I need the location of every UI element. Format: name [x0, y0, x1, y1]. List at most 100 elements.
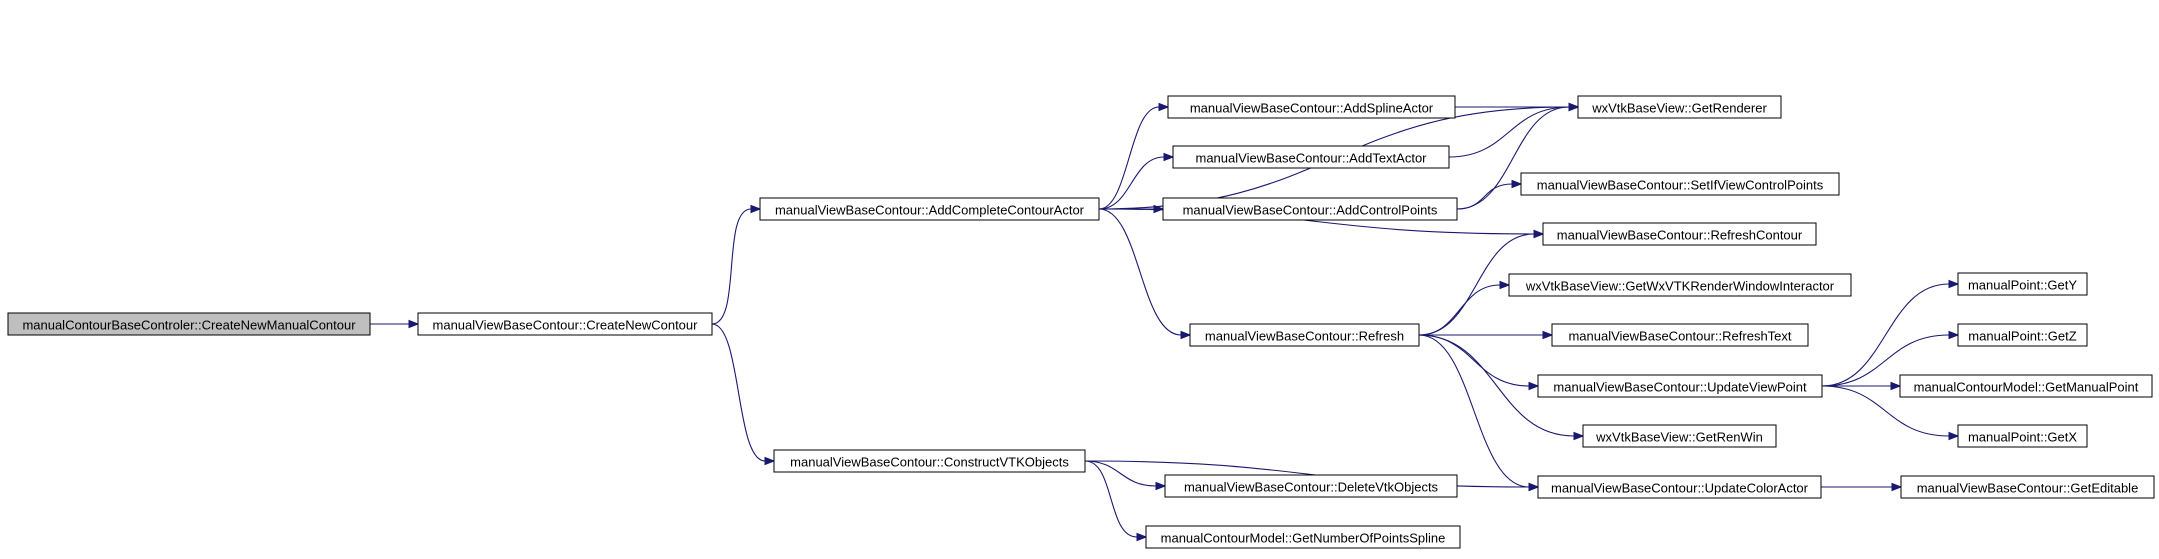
node-box	[1542, 222, 1817, 246]
node-acca[interactable]: manualViewBaseContour::AddCompleteContou…	[759, 197, 1100, 221]
node-label: wxVtkBaseView::GetRenderer	[1591, 101, 1767, 116]
node-box	[1537, 475, 1822, 499]
edge-cnc-to-acca	[711, 208, 752, 325]
node-label: manualViewBaseContour::Refresh	[1205, 329, 1404, 344]
node-box	[773, 449, 1086, 473]
node-box	[1508, 273, 1852, 297]
node-box	[417, 312, 713, 336]
arrowhead	[1153, 204, 1165, 214]
node-box	[759, 197, 1100, 221]
node-label: wxVtkBaseView::GetWxVTKRenderWindowInter…	[1525, 279, 1835, 294]
arrowhead	[1568, 102, 1580, 112]
node-box	[1957, 323, 2088, 347]
node-box	[1577, 95, 1782, 119]
node-box	[1957, 272, 2088, 296]
node-gnps[interactable]: manualContourModel::GetNumberOfPointsSpl…	[1145, 525, 1461, 549]
node-box	[1162, 197, 1458, 221]
node-label: manualViewBaseContour::RefreshText	[1568, 329, 1791, 344]
node-ref[interactable]: manualViewBaseContour::Refresh	[1189, 323, 1420, 347]
node-box	[1520, 172, 1840, 196]
node-getx[interactable]: manualPoint::GetX	[1957, 424, 2088, 448]
edge-ata-to-getren	[1448, 106, 1570, 158]
node-grw[interactable]: wxVtkBaseView::GetRenWin	[1582, 424, 1777, 448]
arrowhead	[750, 204, 762, 214]
edge-cvtk-to-dvtk	[1084, 460, 1157, 487]
node-asa[interactable]: manualViewBaseContour::AddSplineActor	[1167, 95, 1456, 119]
arrowhead	[1163, 152, 1175, 162]
arrowhead	[1180, 330, 1192, 340]
arrowhead	[1890, 381, 1902, 391]
node-label: manualViewBaseContour::AddControlPoints	[1183, 203, 1438, 218]
node-rcont[interactable]: manualViewBaseContour::RefreshContour	[1542, 222, 1817, 246]
node-box	[1164, 474, 1458, 498]
node-gmp[interactable]: manualContourModel::GetManualPoint	[1899, 374, 2153, 398]
node-getz[interactable]: manualPoint::GetZ	[1957, 323, 2088, 347]
node-dvtk[interactable]: manualViewBaseContour::DeleteVtkObjects	[1164, 474, 1458, 498]
node-gedit[interactable]: manualViewBaseContour::GetEditable	[1900, 475, 2155, 499]
edge-cvtk-to-gnps	[1084, 460, 1138, 538]
edge-acp-to-sivcp	[1456, 183, 1513, 210]
arrowhead	[1528, 381, 1540, 391]
node-label: manualViewBaseContour::CreateNewContour	[433, 318, 699, 333]
node-label: manualViewBaseContour::SetIfViewControlP…	[1537, 178, 1824, 193]
node-box	[1537, 374, 1823, 398]
node-label: manualViewBaseContour::AddCompleteContou…	[775, 203, 1085, 218]
node-layer: manualContourBaseControler::CreateNewMan…	[7, 95, 2155, 549]
node-label: manualContourModel::GetNumberOfPointsSpl…	[1161, 531, 1446, 546]
node-label: manualViewBaseContour::GetEditable	[1917, 481, 2139, 496]
edge-uvp-to-gety	[1821, 283, 1950, 387]
arrowhead	[1499, 280, 1511, 290]
edge-acca-to-ref	[1098, 208, 1182, 336]
node-gety[interactable]: manualPoint::GetY	[1957, 272, 2088, 296]
node-label: manualViewBaseContour::AddSplineActor	[1190, 101, 1434, 116]
arrowhead	[1533, 229, 1545, 239]
node-cvtk[interactable]: manualViewBaseContour::ConstructVTKObjec…	[773, 449, 1086, 473]
node-sivcp[interactable]: manualViewBaseContour::SetIfViewControlP…	[1520, 172, 1840, 196]
node-label: manualPoint::GetZ	[1968, 329, 2076, 344]
edge-ref-to-uvp	[1418, 334, 1530, 387]
node-label: manualViewBaseContour::ConstructVTKObjec…	[790, 455, 1069, 470]
node-label: manualViewBaseContour::RefreshContour	[1557, 228, 1803, 243]
node-ata[interactable]: manualViewBaseContour::AddTextActor	[1172, 145, 1450, 169]
edge-acca-to-ata	[1098, 156, 1165, 210]
node-label: manualViewBaseContour::UpdateColorActor	[1551, 481, 1809, 496]
node-label: manualViewBaseContour::UpdateViewPoint	[1553, 380, 1807, 395]
edge-ref-to-uca	[1418, 334, 1530, 488]
node-acp[interactable]: manualViewBaseContour::AddControlPoints	[1162, 197, 1458, 221]
node-cnc[interactable]: manualViewBaseContour::CreateNewContour	[417, 312, 713, 336]
node-box	[1189, 323, 1420, 347]
arrowhead	[1948, 330, 1960, 340]
node-label: manualPoint::GetY	[1968, 278, 2077, 293]
node-box	[1172, 145, 1450, 169]
edge-cnc-to-cvtk	[711, 323, 766, 462]
arrowhead	[764, 456, 776, 466]
arrowhead	[1158, 102, 1170, 112]
node-uca[interactable]: manualViewBaseContour::UpdateColorActor	[1537, 475, 1822, 499]
arrowhead	[1542, 330, 1554, 340]
node-label: manualViewBaseContour::AddTextActor	[1196, 151, 1428, 166]
node-uvp[interactable]: manualViewBaseContour::UpdateViewPoint	[1537, 374, 1823, 398]
node-box	[7, 312, 371, 336]
node-getren[interactable]: wxVtkBaseView::GetRenderer	[1577, 95, 1782, 119]
node-label: manualContourBaseControler::CreateNewMan…	[22, 318, 356, 333]
arrowhead	[1948, 279, 1960, 289]
arrowhead	[1511, 179, 1523, 189]
arrowhead	[1948, 431, 1960, 441]
arrowhead	[1573, 431, 1585, 441]
node-box	[1145, 525, 1461, 549]
node-gwxi[interactable]: wxVtkBaseView::GetWxVTKRenderWindowInter…	[1508, 273, 1852, 297]
node-box	[1551, 323, 1809, 347]
arrowhead	[1155, 481, 1167, 491]
edge-uvp-to-getx	[1821, 385, 1950, 437]
arrowhead	[408, 319, 420, 329]
arrowhead	[1528, 482, 1540, 492]
node-label: manualPoint::GetX	[1968, 430, 2077, 445]
node-root[interactable]: manualContourBaseControler::CreateNewMan…	[7, 312, 371, 336]
node-box	[1900, 475, 2155, 499]
edge-ref-to-gwxi	[1418, 284, 1501, 336]
edge-acca-to-asa	[1098, 106, 1160, 210]
node-label: manualViewBaseContour::DeleteVtkObjects	[1184, 480, 1439, 495]
node-rtext[interactable]: manualViewBaseContour::RefreshText	[1551, 323, 1809, 347]
node-box	[1899, 374, 2153, 398]
